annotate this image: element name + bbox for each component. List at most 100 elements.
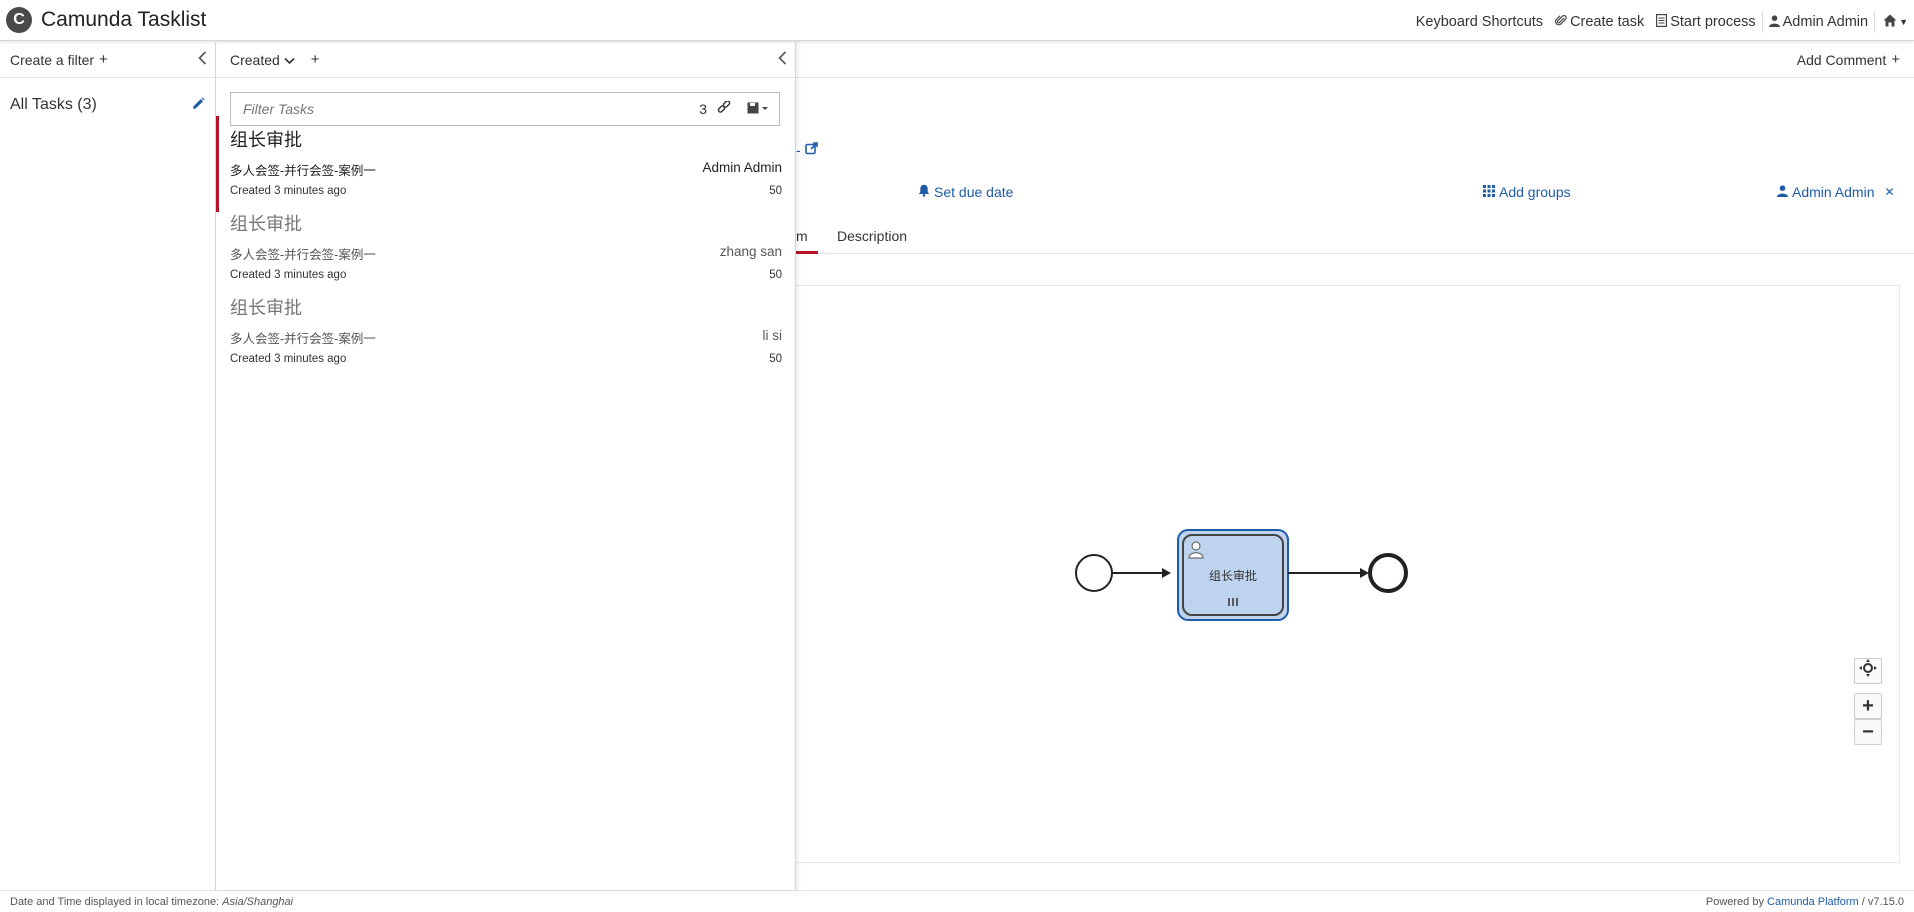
bell-icon [918,184,930,200]
filters-sidebar: Create a filter + All Tasks (3) [0,42,216,890]
powered-by: Powered by Camunda Platform / v7.15.0 [1706,896,1904,908]
start-process-label: Start process [1670,14,1756,30]
link-icon[interactable] [717,99,731,118]
plus-icon[interactable]: + [99,51,108,68]
task-created: Created 3 minutes ago [230,185,347,197]
external-link-icon [804,142,818,158]
task-meta-row: 多人会签-并行会签-案例一 Admin Admin [230,160,782,179]
version-label: / v7.15.0 [1858,895,1904,908]
keyboard-shortcuts-link[interactable]: Keyboard Shortcuts [1416,14,1543,30]
app-title: Camunda Tasklist [41,8,207,31]
user-task-person-icon [1188,541,1204,559]
detail-tabs: m Description [796,224,1914,254]
process-definition-link[interactable]: - [796,142,818,158]
keyboard-shortcuts-label: Keyboard Shortcuts [1415,14,1544,30]
filters-header: Create a filter + [0,42,215,78]
zoom-out-button[interactable]: − [1854,719,1882,745]
task-name: 组长审批 [230,214,302,234]
add-groups-label: Add groups [1499,184,1571,200]
powered-by-label: Powered by [1705,895,1768,908]
grid-icon [1483,184,1495,200]
timezone-value: Asia/Shanghai [222,895,294,908]
task-meta-row: Created 3 minutes ago 50 [230,269,782,281]
user-menu[interactable]: Admin Admin [1768,14,1869,30]
task-created: Created 3 minutes ago [230,269,347,281]
arrow-head [1162,568,1171,578]
add-sorting-icon[interactable]: + [310,51,320,68]
top-navbar: C Camunda Tasklist Keyboard Shortcuts Cr… [0,0,1914,41]
user-task-shape [1182,534,1284,616]
add-comment-button[interactable]: Add Comment [1796,51,1887,68]
create-task-link[interactable]: Create task [1555,14,1644,30]
pencil-icon[interactable] [191,96,205,114]
filter-item-label: All Tasks (3) [10,96,97,113]
set-due-date-button[interactable]: Set due date [918,184,1013,200]
remove-assignee-icon[interactable]: ✕ [1884,185,1895,199]
add-groups-button[interactable]: Add groups [1483,184,1571,200]
top-nav: Keyboard Shortcuts Create task Start pro… [1404,11,1908,33]
create-filter-button[interactable]: Create a filter [10,51,95,68]
task-process-name: 多人会签-并行会签-案例一 [230,248,376,262]
task-list-item[interactable]: 组长审批 多人会签-并行会签-案例一 li si Created 3 minut… [216,284,796,380]
task-detail-panel: Add Comment + - Set due date Add groups … [796,42,1914,890]
task-process-name: 多人会签-并行会签-案例一 [230,164,376,178]
assignee-label: Admin Admin [1792,184,1875,200]
task-created: Created 3 minutes ago [230,353,347,365]
task-meta-row: Created 3 minutes ago 50 [230,353,782,365]
paperclip-icon [1555,14,1567,30]
task-assignee: Admin Admin [702,160,782,175]
reset-zoom-button[interactable] [1854,658,1882,684]
task-priority: 50 [769,269,782,281]
sort-label: Created [230,51,280,68]
camunda-logo-icon: C [6,7,32,33]
brand[interactable]: C Camunda Tasklist [6,7,206,33]
dash-fragment: - [796,142,801,158]
end-event [1368,553,1408,593]
timezone-prefix: Date and Time displayed in local timezon… [10,895,223,908]
zoom-in-button[interactable]: + [1854,693,1882,719]
save-menu-icon[interactable] [747,101,769,117]
tab-description-label: Description [837,228,908,244]
filter-item-all-tasks[interactable]: All Tasks (3) [0,78,215,114]
home-menu[interactable]: ▼ [1883,14,1908,31]
task-list-item[interactable]: 组长审批 多人会签-并行会签-案例一 Admin Admin Created 3… [216,116,796,212]
plus-icon[interactable]: + [1891,51,1900,68]
user-icon [1768,14,1780,30]
detail-header: Add Comment + [796,42,1914,78]
tab-diagram[interactable]: m [796,228,818,254]
start-process-link[interactable]: Start process [1656,14,1756,30]
start-event [1075,554,1113,592]
assignee-control[interactable]: Admin Admin ✕ [1777,184,1895,200]
task-list-item[interactable]: 组长审批 多人会签-并行会签-案例一 zhang san Created 3 m… [216,200,796,296]
home-icon [1883,14,1897,31]
footer: Date and Time displayed in local timezon… [0,890,1914,912]
task-process-name: 多人会签-并行会签-案例一 [230,332,376,346]
nav-divider [1761,11,1763,33]
camunda-platform-link[interactable]: Camunda Platform [1767,895,1859,908]
task-count: 3 [699,101,707,117]
sort-dropdown[interactable]: Created [230,52,295,68]
task-name: 组长审批 [230,298,302,318]
task-list-panel: Created + 3 组长审批 多人会签-并行会签-案例一 Admin Adm… [216,42,796,890]
user-menu-label: Admin Admin [1782,14,1869,30]
crosshair-icon [1859,659,1877,683]
task-name: 组长审批 [230,130,302,150]
parallel-multi-instance-icon [1228,598,1238,606]
task-assignee: zhang san [719,244,782,259]
filter-tasks-input[interactable] [243,101,700,117]
task-assignee: li si [762,328,783,343]
user-icon [1777,184,1788,200]
tab-description[interactable]: Description [837,228,907,244]
task-priority: 50 [769,353,782,365]
create-task-label: Create task [1570,14,1645,30]
chevron-down-icon [284,52,295,68]
timezone-note: Date and Time displayed in local timezon… [10,896,293,908]
task-list-header: Created + [216,42,795,78]
nav-divider [1874,11,1876,33]
collapse-filters-icon[interactable] [198,50,207,69]
task-meta-row: 多人会签-并行会签-案例一 li si [230,328,782,347]
minus-icon: − [1862,720,1874,743]
bpmn-diagram-canvas[interactable]: 组长审批 + − [796,285,1900,863]
plus-icon: + [1862,694,1874,717]
collapse-tasklist-icon[interactable] [778,50,787,69]
